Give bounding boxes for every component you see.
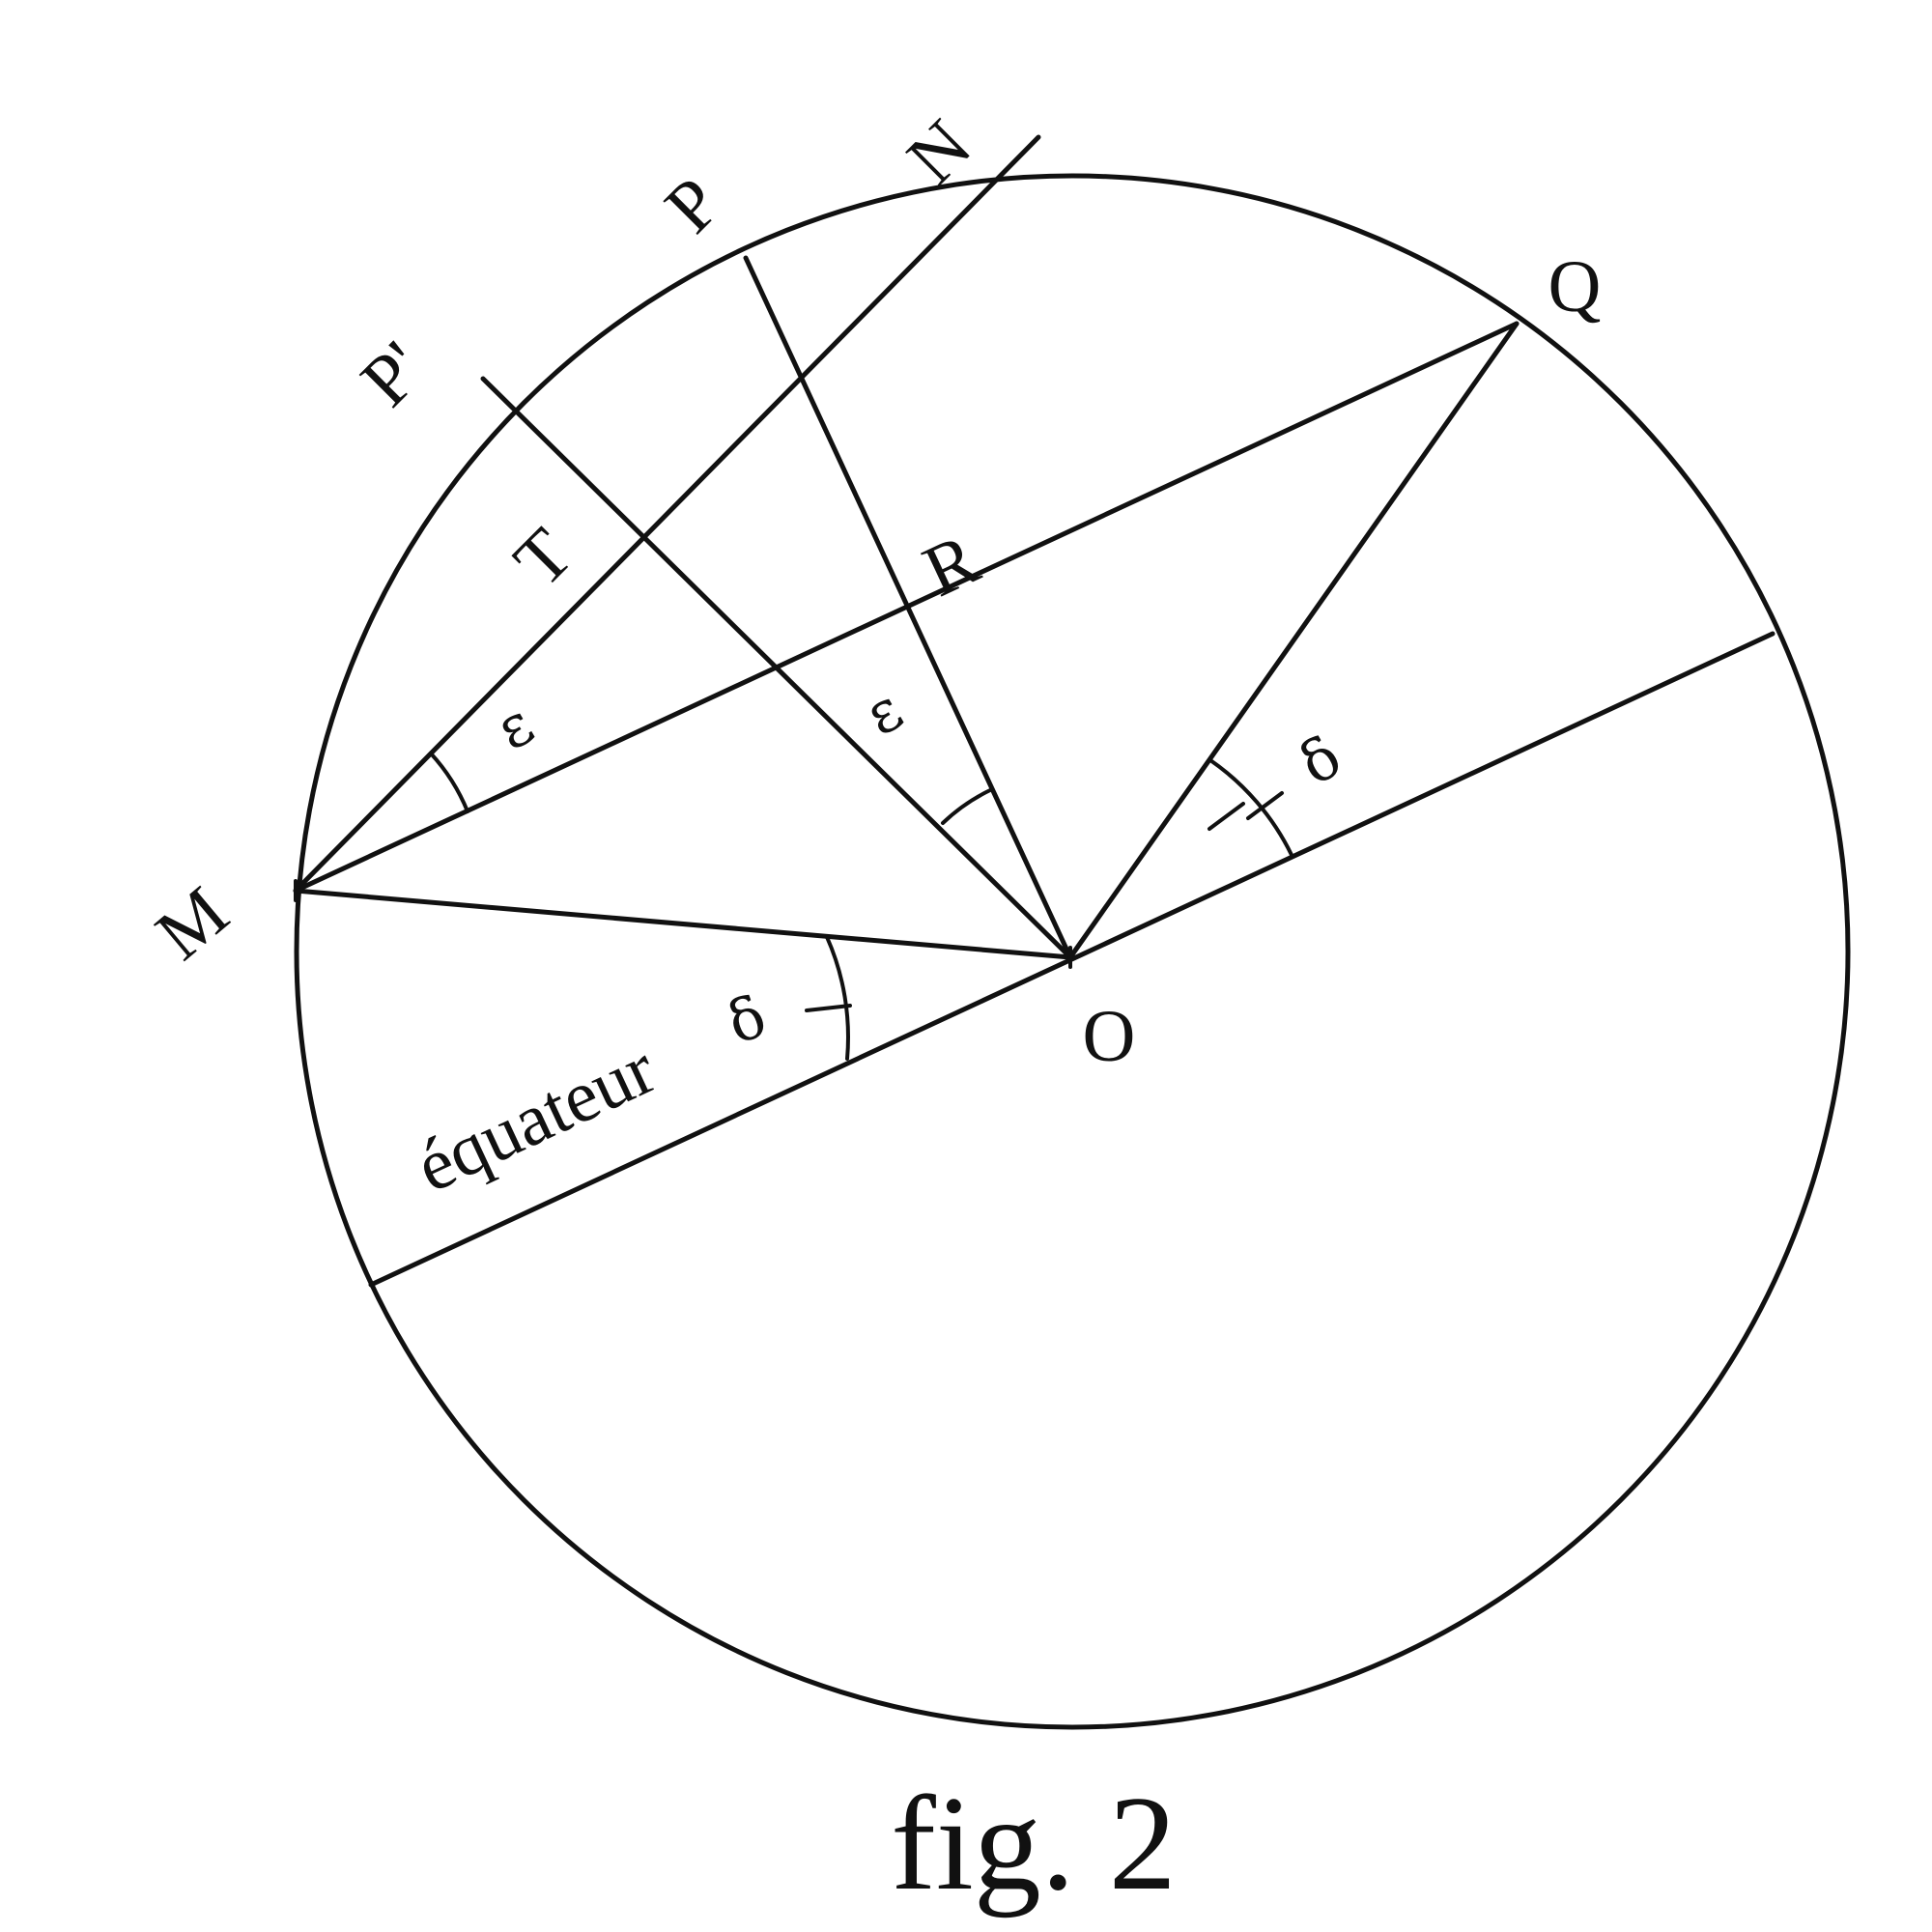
label-equateur: équateur (404, 1028, 668, 1208)
label-p: P (650, 162, 736, 248)
label-epsilon-m: ε (485, 691, 545, 764)
label-delta-m: δ (719, 982, 775, 1058)
figure-caption: fig. 2 (891, 1769, 1177, 1918)
label-m: M (141, 871, 243, 976)
line-o-p (743, 255, 1073, 960)
line-m-n (293, 134, 1041, 894)
angle-tick-delta-q-1 (1208, 802, 1245, 831)
line-o-q (1067, 321, 1520, 960)
label-q: Q (1548, 246, 1602, 327)
label-epsilon-o: ε (854, 676, 914, 750)
angle-arc-epsilon-m (429, 752, 469, 813)
sphere-circle (294, 173, 1851, 1730)
line-o-p-prime (480, 376, 1073, 960)
angle-tick-delta-q-2 (1246, 791, 1284, 820)
label-o: O (1083, 996, 1136, 1077)
label-p-prime: P' (346, 327, 441, 422)
label-delta-q: δ (1289, 723, 1352, 799)
angle-arc-epsilon-o (941, 788, 992, 825)
line-m-o (293, 888, 1073, 960)
label-n: N (892, 104, 986, 199)
angle-tick-delta-m (805, 1004, 852, 1012)
angle-arc-delta-q (1208, 758, 1293, 857)
angle-arc-delta-m (825, 935, 850, 1061)
label-t: T (498, 513, 587, 602)
